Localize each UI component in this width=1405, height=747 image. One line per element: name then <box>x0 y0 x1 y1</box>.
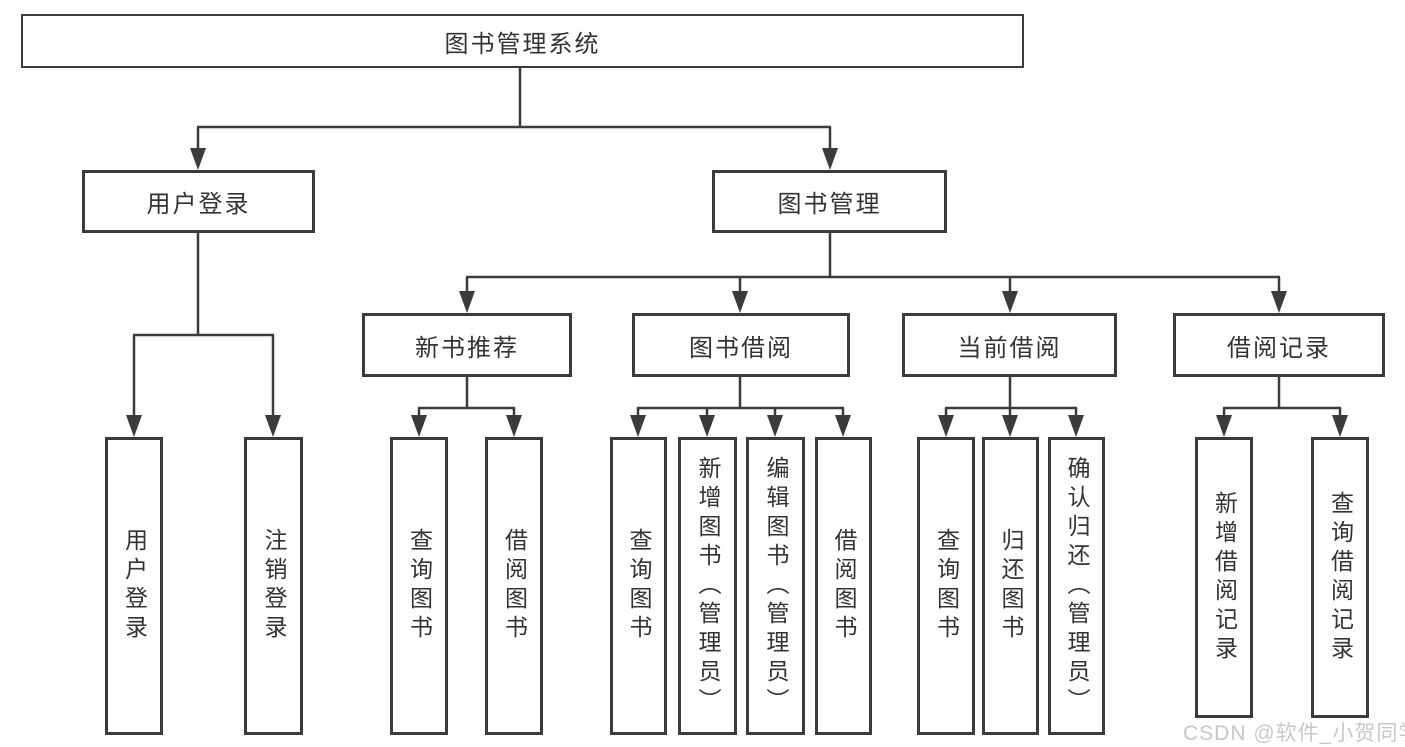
arrowhead-down <box>938 415 954 437</box>
leaf-return-books: 归还图书 <box>982 437 1039 735</box>
arrowhead-down <box>1271 291 1287 313</box>
arrowhead-down <box>1216 415 1232 437</box>
node-label: 借阅图书 <box>501 528 528 644</box>
node-current-borrowing: 当前借阅 <box>902 313 1117 377</box>
leaf-borrow-books-2: 借阅图书 <box>815 437 872 735</box>
node-label: 注销登录 <box>261 528 287 644</box>
connector-lines <box>132 68 1342 417</box>
arrowhead-down <box>835 415 851 437</box>
leaf-edit-books-admin: 编辑图书（管理员） <box>746 437 805 735</box>
arrowhead-down <box>732 291 748 313</box>
node-label: 新增借阅记录 <box>1211 490 1238 665</box>
leaf-query-books-2: 查询图书 <box>610 437 667 735</box>
leaf-query-borrow-record: 查询借阅记录 <box>1311 437 1369 718</box>
node-label: 用户登录 <box>146 191 251 218</box>
watermark: CSDN @软件_小贺同学 <box>1183 722 1405 745</box>
node-label: 新增图书（管理员） <box>695 455 721 717</box>
arrowhead-down <box>265 415 281 437</box>
leaf-add-borrow-record: 新增借阅记录 <box>1195 437 1253 718</box>
leaf-borrow-books-1: 借阅图书 <box>485 437 543 735</box>
arrowhead-down <box>767 415 783 437</box>
arrowhead-down <box>506 415 522 437</box>
arrowhead-down <box>630 415 646 437</box>
leaf-query-books-3: 查询图书 <box>917 437 975 735</box>
arrowhead-down <box>126 415 142 437</box>
node-new-book-recommend: 新书推荐 <box>362 313 572 377</box>
arrowhead-down <box>822 148 838 170</box>
node-label: 查询借阅记录 <box>1327 490 1354 665</box>
node-label: 借阅记录 <box>1227 334 1331 362</box>
leaf-confirm-return-admin: 确认归还（管理员） <box>1048 437 1105 735</box>
arrowhead-down <box>699 415 715 437</box>
node-book-management: 图书管理 <box>712 170 947 233</box>
node-label: 借阅图书 <box>831 528 857 644</box>
arrowhead-down <box>459 291 475 313</box>
node-book-borrowing: 图书借阅 <box>632 313 850 377</box>
node-label: 查询图书 <box>406 528 433 644</box>
leaf-user-login: 用户登录 <box>105 437 163 735</box>
leaf-query-books-1: 查询图书 <box>390 437 448 735</box>
node-label: 新书推荐 <box>415 334 519 362</box>
leaf-logout: 注销登录 <box>244 437 303 735</box>
node-label: 归还图书 <box>998 528 1024 644</box>
node-label: 查询图书 <box>626 528 652 644</box>
node-label: 图书借阅 <box>689 334 793 362</box>
node-label: 图书管理系统 <box>444 30 601 58</box>
leaf-add-books-admin: 新增图书（管理员） <box>678 437 737 735</box>
node-library-management-system: 图书管理系统 <box>21 14 1024 68</box>
node-label: 查询图书 <box>933 528 960 644</box>
node-label: 确认归还（管理员） <box>1064 455 1090 717</box>
node-label: 用户登录 <box>121 528 148 644</box>
node-user-login: 用户登录 <box>82 170 315 233</box>
arrowhead-down <box>1002 291 1018 313</box>
node-label: 图书管理 <box>777 191 882 218</box>
arrowhead-down <box>411 415 427 437</box>
arrowhead-down <box>1068 415 1084 437</box>
node-borrowing-records: 借阅记录 <box>1173 313 1385 377</box>
node-label: 编辑图书（管理员） <box>763 455 789 717</box>
arrowhead-down <box>1332 415 1348 437</box>
node-label: 当前借阅 <box>957 334 1062 362</box>
arrowhead-down <box>190 148 206 170</box>
connector-arrowheads <box>126 148 1348 437</box>
arrowhead-down <box>1002 415 1018 437</box>
